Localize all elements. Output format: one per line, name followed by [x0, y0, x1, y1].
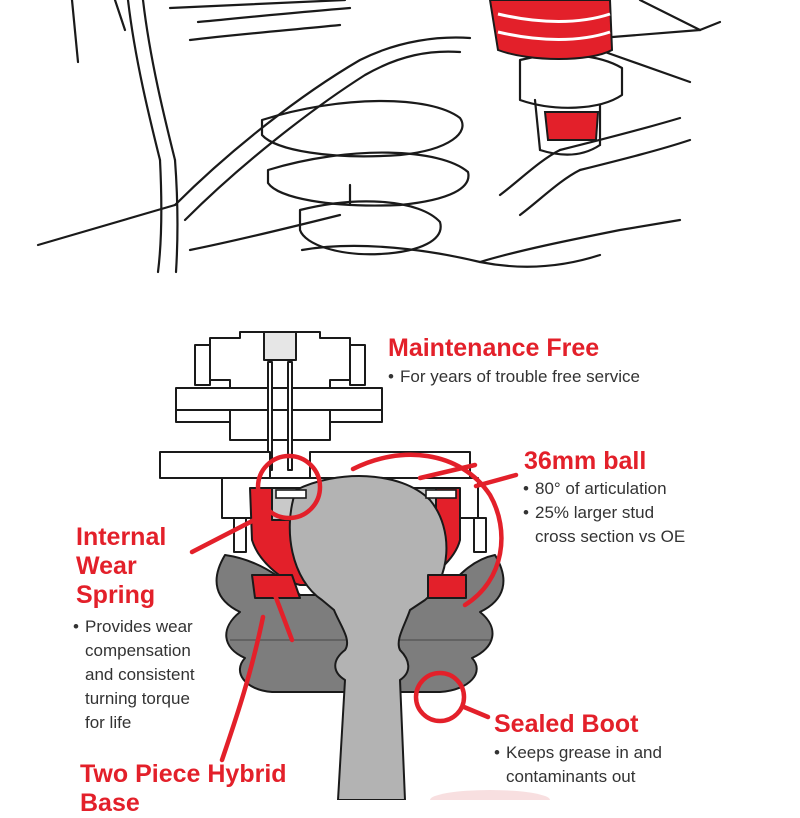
bullet-continuation: contaminants out	[506, 767, 636, 786]
ball-joint-housing	[159, 331, 505, 800]
ball-size-bullets: •80° of articulation •25% larger stud cr…	[523, 477, 685, 549]
bullet-item: •Keeps grease in and	[494, 741, 662, 765]
maintenance-free-bullets: •For years of trouble free service	[388, 365, 640, 389]
wear-spring-detail	[275, 489, 457, 499]
bullet-icon: •	[388, 367, 394, 386]
ball-joint-illustration	[36, 0, 722, 800]
bullet-continuation: turning torque	[85, 689, 190, 708]
bullet-continuation: cross section vs OE	[535, 527, 686, 546]
internal-wear-spring-bullets: •Provides wear compensation and consiste…	[73, 615, 195, 735]
sealed-boot-bullets: •Keeps grease in and contaminants out	[494, 741, 662, 789]
base-glow	[430, 790, 550, 800]
internal-wear-spring-heading: Internal Wear Spring	[76, 523, 167, 609]
maintenance-free-heading: Maintenance Free	[388, 334, 600, 362]
coil-spring-red	[488, 0, 614, 141]
callout-markers	[189, 452, 519, 763]
bullet-icon: •	[494, 743, 500, 762]
bullet-continuation: and consistent	[85, 665, 195, 684]
bullet-item: •25% larger stud	[523, 501, 685, 525]
two-piece-hybrid-base-heading: Two Piece Hybrid Base	[80, 760, 287, 817]
ball-size-heading: 36mm ball	[524, 447, 647, 475]
bullet-item: •80° of articulation	[523, 477, 685, 501]
bullet-item: •Provides wear	[73, 615, 195, 639]
bullet-icon: •	[523, 503, 529, 522]
sealed-boot-heading: Sealed Boot	[494, 710, 639, 738]
bullet-continuation: for life	[85, 713, 132, 732]
bullet-continuation: compensation	[85, 641, 191, 660]
suspension-assembly-art	[36, 0, 722, 274]
bullet-icon: •	[523, 479, 529, 498]
bullet-item: •For years of trouble free service	[388, 365, 640, 389]
bullet-icon: •	[73, 617, 79, 636]
